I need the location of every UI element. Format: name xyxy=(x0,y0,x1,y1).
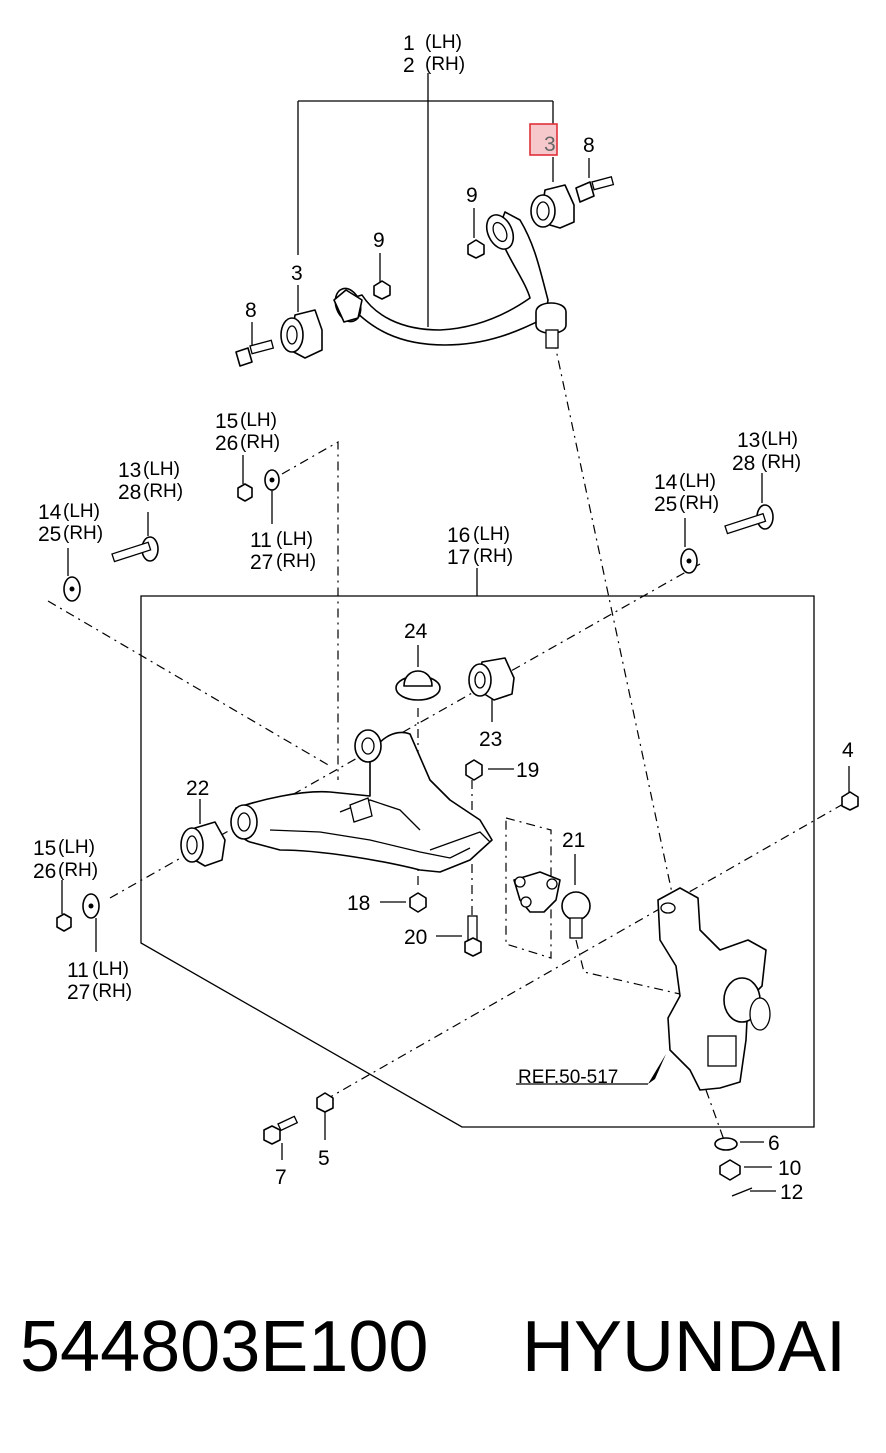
upper-bushing-front xyxy=(280,309,323,359)
nut-15-26-lower xyxy=(56,913,72,932)
nut-9-lower xyxy=(373,280,391,300)
upper-control-arm xyxy=(333,211,567,349)
upper-bushing-rear xyxy=(530,184,575,229)
label-9-top: 9 xyxy=(466,184,478,207)
label-6: 6 xyxy=(768,1132,780,1155)
label-11b-side: (LH) xyxy=(92,959,129,980)
label-28a-side: (RH) xyxy=(143,481,183,502)
label-20: 20 xyxy=(404,926,427,949)
label-10: 10 xyxy=(778,1157,801,1180)
washer-11-27-lower xyxy=(82,893,100,919)
part-number: 544803E100 xyxy=(20,1307,429,1387)
ref-label: REF.50-517 xyxy=(518,1067,618,1088)
label-13b: 13 xyxy=(737,429,760,452)
nut-5 xyxy=(316,1092,334,1113)
label-11a-side: (LH) xyxy=(276,529,313,550)
label-17: 17 xyxy=(447,546,470,569)
label-13a: 13 xyxy=(118,459,141,482)
label-18: 18 xyxy=(347,892,370,915)
label-21: 21 xyxy=(562,829,585,852)
washer-14-25-right xyxy=(680,548,698,574)
nut-19 xyxy=(465,759,483,781)
label-13a-side: (LH) xyxy=(143,459,180,480)
nut-15-26-upper xyxy=(237,483,253,502)
label-2-side: (RH) xyxy=(425,54,465,75)
washer-14-25-left xyxy=(63,576,81,602)
bolt-13-28-right xyxy=(724,504,774,535)
washer-11-27-upper xyxy=(264,469,280,491)
bolt-20 xyxy=(464,915,482,957)
washer-6 xyxy=(714,1137,738,1151)
label-13b-side: (LH) xyxy=(761,429,798,450)
brand-name: HYUNDAI xyxy=(522,1307,847,1387)
callout-labels: 1 (LH) 2 (RH) 3 8 9 9 3 8 15 (LH) 26 (RH… xyxy=(33,32,854,1204)
label-15a: 15 xyxy=(215,410,238,433)
label-26a-side: (RH) xyxy=(240,432,280,453)
bushing-22 xyxy=(180,821,226,867)
steering-knuckle xyxy=(657,887,771,1091)
label-15b-side: (LH) xyxy=(58,837,95,858)
label-15a-side: (LH) xyxy=(240,410,277,431)
ball-joint-21 xyxy=(513,871,591,939)
label-8-left: 8 xyxy=(245,299,257,322)
label-17-side: (RH) xyxy=(473,546,513,567)
nut-10 xyxy=(719,1159,741,1181)
lower-control-arm xyxy=(230,729,493,873)
nut-4 xyxy=(841,791,859,811)
label-4: 4 xyxy=(842,739,854,762)
label-23: 23 xyxy=(479,728,502,751)
label-27a-side: (RH) xyxy=(276,551,316,572)
part-caption: 544803E100 HYUNDAI xyxy=(0,1292,886,1402)
label-9-left: 9 xyxy=(373,229,385,252)
label-27a: 27 xyxy=(250,551,273,574)
label-3-left: 3 xyxy=(291,262,303,285)
highlight-box[interactable] xyxy=(529,123,558,156)
label-24: 24 xyxy=(404,620,428,643)
label-25a-side: (RH) xyxy=(63,523,103,544)
nut-9-upper xyxy=(467,239,485,259)
label-11b: 11 xyxy=(67,959,89,982)
label-25b-side: (RH) xyxy=(679,493,719,514)
label-26b-side: (RH) xyxy=(58,860,98,881)
label-26a: 26 xyxy=(215,432,238,455)
bolt-8-upper xyxy=(575,176,615,203)
label-28a: 28 xyxy=(118,481,141,504)
bolt-13-28-left xyxy=(111,536,159,563)
label-12: 12 xyxy=(780,1181,803,1204)
label-14a: 14 xyxy=(38,501,62,524)
label-1: 1 xyxy=(403,32,415,55)
cotter-pin-12 xyxy=(731,1187,753,1197)
label-14b: 14 xyxy=(654,471,678,494)
label-22: 22 xyxy=(186,777,209,800)
bump-stop-24 xyxy=(395,670,441,701)
label-16: 16 xyxy=(447,524,470,547)
label-28b-side: (RH) xyxy=(761,452,801,473)
nut-18 xyxy=(409,892,427,913)
label-15b: 15 xyxy=(33,837,56,860)
bushing-23 xyxy=(468,657,515,701)
label-8-top: 8 xyxy=(583,134,595,157)
label-14b-side: (LH) xyxy=(679,471,716,492)
label-26b: 26 xyxy=(33,860,56,883)
label-25a: 25 xyxy=(38,523,61,546)
label-14a-side: (LH) xyxy=(63,501,100,522)
label-7: 7 xyxy=(275,1166,287,1189)
label-19: 19 xyxy=(516,759,539,782)
bolt-7 xyxy=(263,1115,299,1145)
label-28b: 28 xyxy=(732,452,755,475)
bolt-8-lower xyxy=(235,339,275,367)
label-5: 5 xyxy=(318,1147,330,1170)
label-1-side: (LH) xyxy=(425,32,462,53)
label-25b: 25 xyxy=(654,493,677,516)
label-16-side: (LH) xyxy=(473,524,510,545)
label-3-highlighted: 3 xyxy=(544,133,556,156)
label-2: 2 xyxy=(403,54,415,77)
label-11a: 11 xyxy=(250,529,272,552)
label-27b-side: (RH) xyxy=(92,981,132,1002)
label-27b: 27 xyxy=(67,981,90,1004)
group-lines xyxy=(61,73,850,1192)
